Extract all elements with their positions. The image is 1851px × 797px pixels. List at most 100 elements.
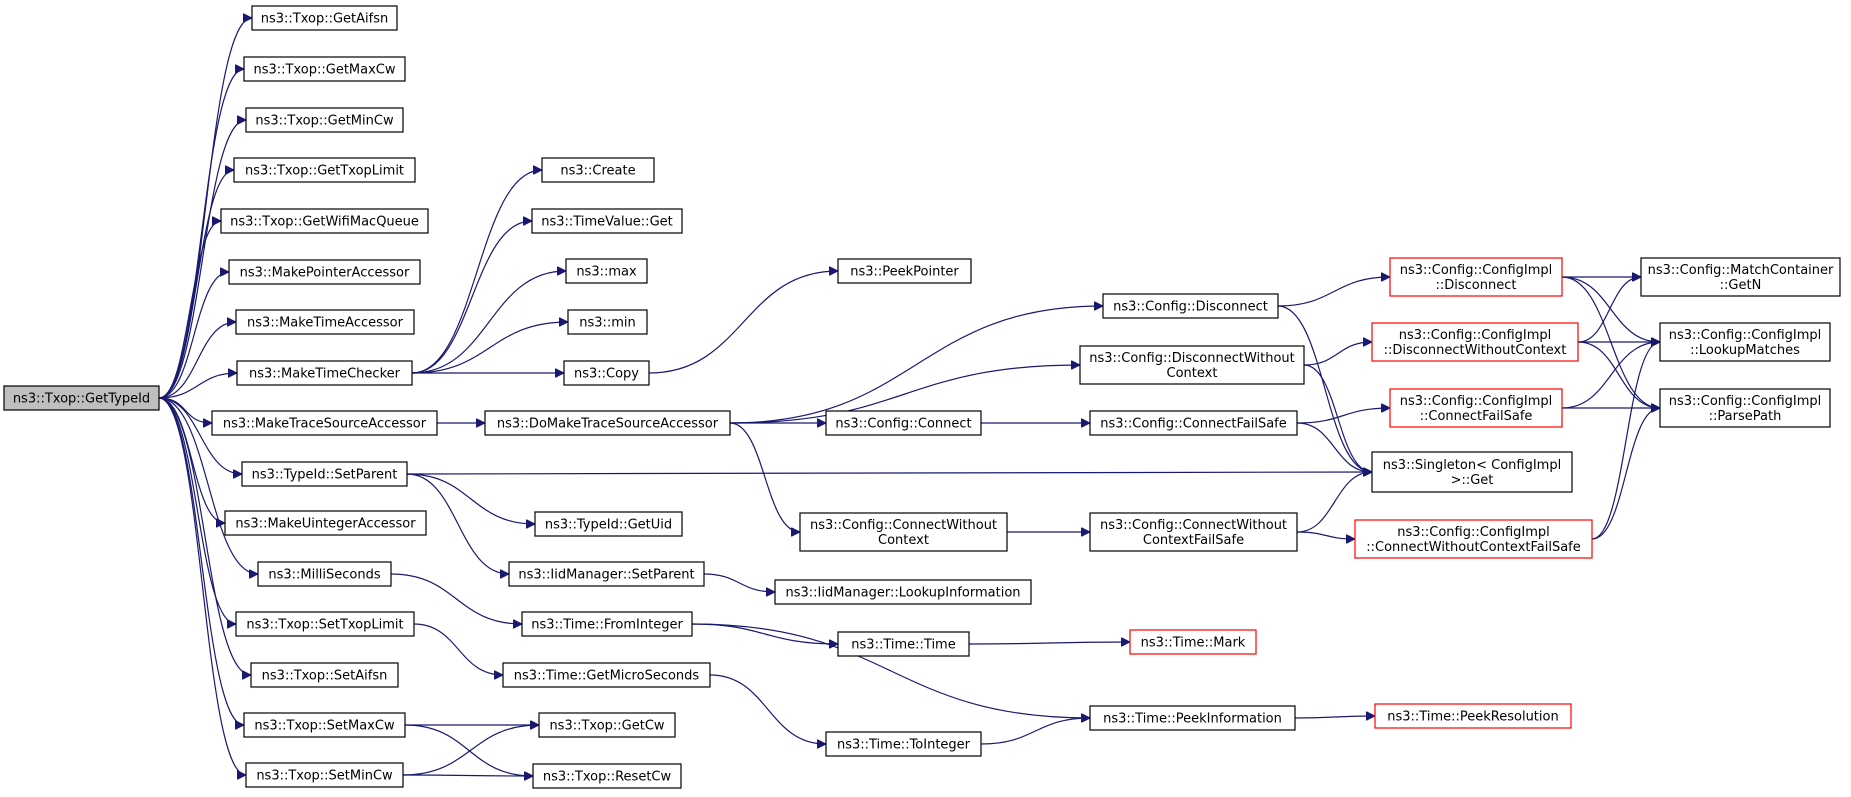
node-makepointeraccessor[interactable]: ns3::MakePointerAccessor bbox=[228, 259, 421, 285]
node-box[interactable] bbox=[243, 712, 406, 738]
node-create[interactable]: ns3::Create bbox=[541, 157, 655, 183]
node-box[interactable] bbox=[228, 259, 421, 285]
node-timepeekinformation[interactable]: ns3::Time::PeekInformation bbox=[1089, 705, 1296, 731]
node-box[interactable] bbox=[1089, 705, 1296, 731]
node-implparsepath[interactable]: ns3::Config::ConfigImpl::ParsePath bbox=[1659, 388, 1831, 428]
node-box[interactable] bbox=[236, 360, 413, 386]
node-box[interactable] bbox=[235, 611, 415, 637]
node-box[interactable] bbox=[484, 410, 731, 436]
node-box[interactable] bbox=[541, 157, 655, 183]
node-box[interactable] bbox=[1389, 388, 1563, 428]
node-box[interactable] bbox=[1089, 410, 1298, 436]
node-implConnectFailSafe[interactable]: ns3::Config::ConfigImpl::ConnectFailSafe bbox=[1389, 388, 1563, 428]
node-box[interactable] bbox=[774, 579, 1032, 605]
node-timefrominteger[interactable]: ns3::Time::FromInteger bbox=[521, 611, 693, 637]
node-configconnect[interactable]: ns3::Config::Connect bbox=[825, 410, 982, 436]
node-root[interactable]: ns3::Txop::GetTypeId bbox=[3, 385, 160, 411]
node-getaifsn[interactable]: ns3::Txop::GetAifsn bbox=[251, 5, 398, 31]
node-box[interactable] bbox=[1371, 451, 1573, 493]
node-timemark[interactable]: ns3::Time::Mark bbox=[1129, 629, 1257, 655]
node-box[interactable] bbox=[235, 309, 415, 335]
node-box[interactable] bbox=[1354, 519, 1593, 559]
node-box[interactable] bbox=[567, 309, 648, 335]
node-box[interactable] bbox=[245, 107, 404, 133]
node-getmincw[interactable]: ns3::Txop::GetMinCw bbox=[245, 107, 404, 133]
node-box[interactable] bbox=[1129, 629, 1257, 655]
node-setaifsn[interactable]: ns3::Txop::SetAifsn bbox=[250, 662, 399, 688]
node-makeuintegeraccessor[interactable]: ns3::MakeUintegerAccessor bbox=[224, 510, 427, 536]
node-configdisconnectwithoutcontext[interactable]: ns3::Config::DisconnectWithoutContext bbox=[1079, 345, 1305, 385]
node-timevalueget[interactable]: ns3::TimeValue::Get bbox=[531, 208, 683, 234]
node-box[interactable] bbox=[1089, 512, 1298, 552]
node-peekpointer[interactable]: ns3::PeekPointer bbox=[837, 258, 972, 284]
node-getmaxcw[interactable]: ns3::Txop::GetMaxCw bbox=[243, 56, 406, 82]
node-timetointeger[interactable]: ns3::Time::ToInteger bbox=[825, 731, 982, 757]
node-implConnectWithoutContextFailSafe[interactable]: ns3::Config::ConfigImpl::ConnectWithoutC… bbox=[1354, 519, 1593, 559]
node-implDisconnectWithoutContext[interactable]: ns3::Config::ConfigImpl::DisconnectWitho… bbox=[1371, 322, 1579, 362]
node-box[interactable] bbox=[799, 512, 1008, 552]
node-maketracesourceaccessor[interactable]: ns3::MakeTraceSourceAccessor bbox=[211, 410, 438, 436]
node-box[interactable] bbox=[220, 208, 429, 234]
node-box[interactable] bbox=[538, 712, 676, 738]
node-box[interactable] bbox=[1389, 257, 1563, 297]
node-box[interactable] bbox=[508, 561, 705, 587]
node-box[interactable] bbox=[502, 662, 711, 688]
node-box[interactable] bbox=[241, 461, 408, 487]
node-box[interactable] bbox=[825, 731, 982, 757]
node-box[interactable] bbox=[531, 208, 683, 234]
node-box[interactable] bbox=[250, 662, 399, 688]
node-typeidgetuid[interactable]: ns3::TypeId::GetUid bbox=[534, 511, 683, 537]
node-copy[interactable]: ns3::Copy bbox=[563, 360, 650, 386]
node-box[interactable] bbox=[521, 611, 693, 637]
node-box[interactable] bbox=[245, 762, 404, 788]
node-matchcontainergetn[interactable]: ns3::Config::MatchContainer::GetN bbox=[1640, 257, 1841, 297]
node-box[interactable] bbox=[224, 510, 427, 536]
node-configconnectwithoutcontext[interactable]: ns3::Config::ConnectWithoutContext bbox=[799, 512, 1008, 552]
node-txopgetcw[interactable]: ns3::Txop::GetCw bbox=[538, 712, 676, 738]
node-maketimechecker[interactable]: ns3::MakeTimeChecker bbox=[236, 360, 413, 386]
node-box[interactable] bbox=[251, 5, 398, 31]
node-box[interactable] bbox=[257, 561, 392, 587]
node-box[interactable] bbox=[1640, 257, 1841, 297]
node-gettxoplimit[interactable]: ns3::Txop::GetTxopLimit bbox=[233, 157, 416, 183]
node-box[interactable] bbox=[1079, 345, 1305, 385]
node-box[interactable] bbox=[837, 258, 972, 284]
node-milliseconds[interactable]: ns3::MilliSeconds bbox=[257, 561, 392, 587]
node-timepeekresolution[interactable]: ns3::Time::PeekResolution bbox=[1374, 703, 1572, 729]
node-box[interactable] bbox=[1659, 388, 1831, 428]
node-box[interactable] bbox=[837, 631, 970, 657]
node-box[interactable] bbox=[565, 258, 648, 284]
node-box[interactable] bbox=[1659, 322, 1831, 362]
node-box[interactable] bbox=[233, 157, 416, 183]
node-typeidsetparent[interactable]: ns3::TypeId::SetParent bbox=[241, 461, 408, 487]
node-iidmanagerlookupinformation[interactable]: ns3::IidManager::LookupInformation bbox=[774, 579, 1032, 605]
node-settxoplimit[interactable]: ns3::Txop::SetTxopLimit bbox=[235, 611, 415, 637]
node-impllookupmatches[interactable]: ns3::Config::ConfigImpl::LookupMatches bbox=[1659, 322, 1831, 362]
node-singletonget[interactable]: ns3::Singleton< ConfigImpl>::Get bbox=[1371, 451, 1573, 493]
node-setmaxcw[interactable]: ns3::Txop::SetMaxCw bbox=[243, 712, 406, 738]
node-box[interactable] bbox=[243, 56, 406, 82]
node-getwifimacqueue[interactable]: ns3::Txop::GetWifiMacQueue bbox=[220, 208, 429, 234]
node-box[interactable] bbox=[1374, 703, 1572, 729]
node-setmincw[interactable]: ns3::Txop::SetMinCw bbox=[245, 762, 404, 788]
node-timegetmicroseconds[interactable]: ns3::Time::GetMicroSeconds bbox=[502, 662, 711, 688]
node-txopresetcw[interactable]: ns3::Txop::ResetCw bbox=[532, 763, 682, 789]
node-box[interactable] bbox=[1102, 293, 1279, 319]
node-configdisconnect[interactable]: ns3::Config::Disconnect bbox=[1102, 293, 1279, 319]
node-min[interactable]: ns3::min bbox=[567, 309, 648, 335]
node-domaketracesourceaccessor[interactable]: ns3::DoMakeTraceSourceAccessor bbox=[484, 410, 731, 436]
node-max[interactable]: ns3::max bbox=[565, 258, 648, 284]
node-maketimeaccessor[interactable]: ns3::MakeTimeAccessor bbox=[235, 309, 415, 335]
node-box[interactable] bbox=[1371, 322, 1579, 362]
node-implDisconnect[interactable]: ns3::Config::ConfigImpl::Disconnect bbox=[1389, 257, 1563, 297]
node-iidmanagersetparent[interactable]: ns3::IidManager::SetParent bbox=[508, 561, 705, 587]
node-box[interactable] bbox=[825, 410, 982, 436]
node-box[interactable] bbox=[3, 385, 160, 411]
node-box[interactable] bbox=[534, 511, 683, 537]
node-configconnectwithoutcontextfailsafe[interactable]: ns3::Config::ConnectWithoutContextFailSa… bbox=[1089, 512, 1298, 552]
node-configconnectfailsafe[interactable]: ns3::Config::ConnectFailSafe bbox=[1089, 410, 1298, 436]
node-box[interactable] bbox=[532, 763, 682, 789]
node-box[interactable] bbox=[211, 410, 438, 436]
node-box[interactable] bbox=[563, 360, 650, 386]
node-timetime[interactable]: ns3::Time::Time bbox=[837, 631, 970, 657]
